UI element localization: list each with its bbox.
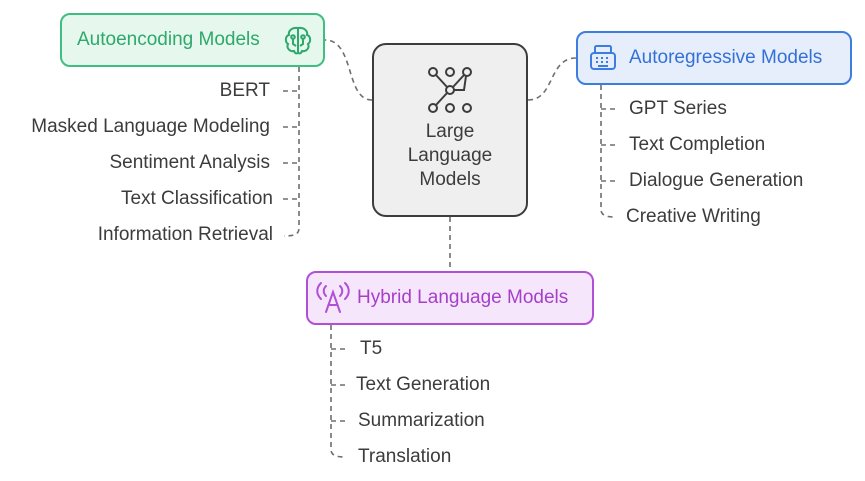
hybrid-item-4: Translation — [358, 446, 452, 467]
hybrid-item-2: Text Generation — [356, 374, 491, 395]
autoencoding-item-3: Sentiment Analysis — [109, 152, 270, 173]
autoregressive-item-2: Text Completion — [629, 134, 766, 155]
autoencoding-trunk — [283, 67, 300, 237]
hybrid-item-1: T5 — [360, 338, 383, 359]
autoregressive-trunk — [600, 85, 617, 218]
hybrid-node[interactable] — [306, 271, 594, 325]
autoencoding-item-5: Information Retrieval — [97, 224, 273, 245]
center-node[interactable] — [372, 43, 528, 217]
typewriter-icon — [590, 45, 616, 70]
connector-center-autoregressive — [527, 57, 577, 101]
network-graph-icon — [428, 67, 472, 113]
center-label-line-2: Language — [407, 145, 493, 166]
autoregressive-item-1: GPT Series — [629, 98, 727, 119]
autoencoding-node[interactable] — [60, 13, 325, 67]
autoregressive-item-3: Dialogue Generation — [629, 170, 804, 191]
connector-center-autoencoding — [324, 39, 373, 101]
autoregressive-node[interactable] — [576, 31, 852, 85]
broadcast-a-icon — [316, 282, 350, 313]
autoregressive-title: Autoregressive Models — [629, 47, 823, 68]
center-node-label: Large Language Models — [372, 120, 528, 192]
autoencoding-item-4: Text Classification — [120, 188, 273, 209]
autoencoding-item-1: BERT — [219, 80, 270, 101]
hybrid-item-3: Summarization — [358, 410, 485, 431]
autoregressive-item-4: Creative Writing — [626, 206, 761, 227]
autoencoding-item-2: Masked Language Modeling — [31, 116, 270, 137]
brain-icon — [284, 26, 312, 55]
hybrid-trunk — [330, 325, 347, 458]
autoencoding-title: Autoencoding Models — [77, 29, 260, 50]
center-label-line-1: Large — [425, 121, 475, 142]
center-label-line-3: Models — [419, 169, 481, 190]
hybrid-title: Hybrid Language Models — [357, 287, 569, 308]
